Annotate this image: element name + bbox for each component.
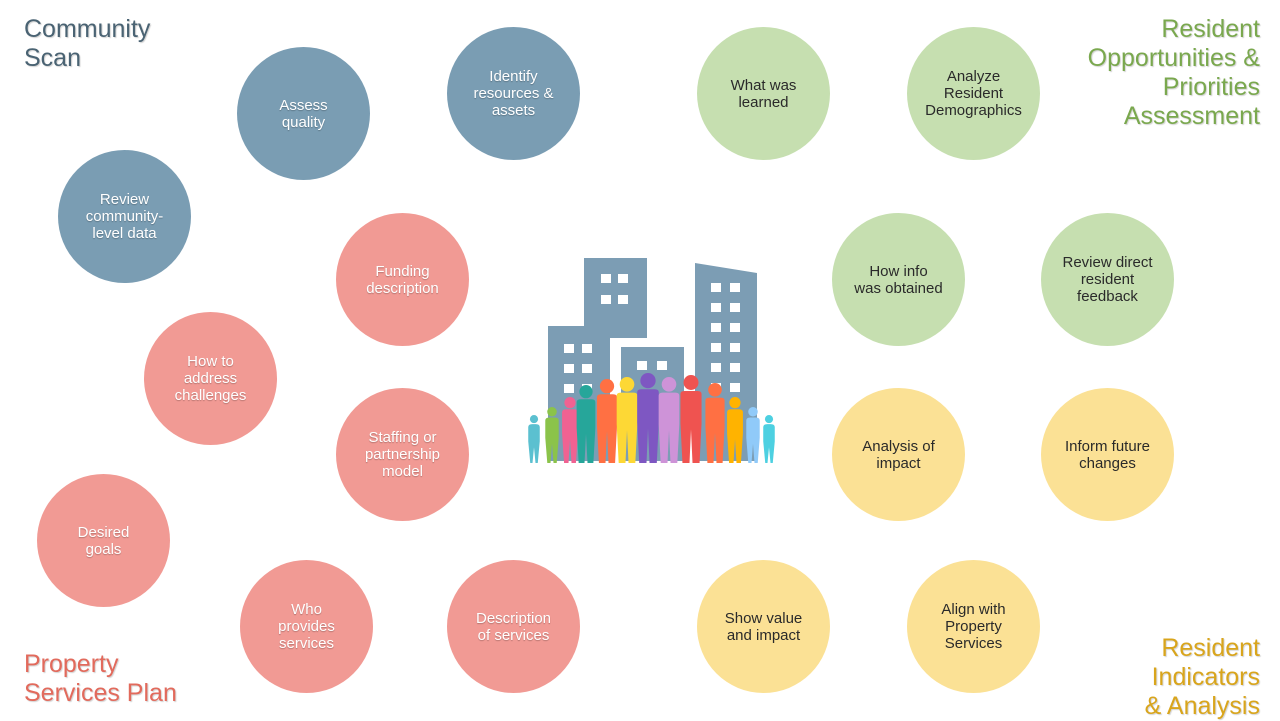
circle-staffing-model: Staffing or partnership model <box>336 388 469 521</box>
circle-review-community-data: Review community- level data <box>58 150 191 283</box>
circle-label: Review direct resident feedback <box>1062 254 1153 305</box>
person-silhouette-icon <box>545 407 559 463</box>
circle-label: What was learned <box>730 76 797 111</box>
circle-align-property-services: Align with Property Services <box>907 560 1040 693</box>
person-silhouette-icon <box>596 379 618 463</box>
community-scan-heading: Community Scan <box>24 15 151 72</box>
circle-label: Show value and impact <box>724 609 803 644</box>
circle-funding-description: Funding description <box>336 213 469 346</box>
circle-label: How info was obtained <box>854 262 943 297</box>
circle-label: Funding description <box>366 262 439 297</box>
person-silhouette-icon <box>763 415 775 463</box>
circle-label: Review community- level data <box>85 191 164 242</box>
person-silhouette-icon <box>637 373 659 463</box>
circle-label: Description of services <box>475 609 552 644</box>
circle-label: Identify resources & assets <box>473 68 554 119</box>
person-silhouette-icon <box>727 397 743 463</box>
resident-opportunities-heading: Resident Opportunities & Priorities Asse… <box>1087 15 1260 130</box>
person-silhouette-icon <box>680 375 702 463</box>
person-silhouette-icon <box>616 377 638 463</box>
circle-inform-future-changes: Inform future changes <box>1041 388 1174 521</box>
city-buildings-with-people-icon <box>528 258 775 463</box>
circle-label: Inform future changes <box>1064 437 1151 472</box>
circle-identify-resources: Identify resources & assets <box>447 27 580 160</box>
circle-what-was-learned: What was learned <box>697 27 830 160</box>
circle-how-info-obtained: How info was obtained <box>832 213 965 346</box>
property-services-plan-heading: Property Services Plan <box>24 650 177 707</box>
circle-label: Analyze Resident Demographics <box>925 68 1022 119</box>
circle-label: Staffing or partnership model <box>364 429 441 480</box>
circle-review-resident-feedback: Review direct resident feedback <box>1041 213 1174 346</box>
person-silhouette-icon <box>746 407 760 463</box>
resident-indicators-heading: Resident Indicators & Analysis <box>1144 634 1260 720</box>
circle-who-provides-services: Who provides services <box>240 560 373 693</box>
person-silhouette-icon <box>705 383 725 463</box>
people-crowd-icon <box>528 373 775 463</box>
circle-show-value-impact: Show value and impact <box>697 560 830 693</box>
circle-address-challenges: How to address challenges <box>144 312 277 445</box>
person-silhouette-icon <box>562 397 578 463</box>
circle-description-of-services: Description of services <box>447 560 580 693</box>
circle-label: Align with Property Services <box>941 601 1006 652</box>
circle-label: How to address challenges <box>174 353 247 404</box>
circle-label: Who provides services <box>278 601 335 652</box>
circle-analysis-of-impact: Analysis of impact <box>832 388 965 521</box>
person-silhouette-icon <box>528 415 540 463</box>
circle-label: Analysis of impact <box>862 437 935 472</box>
person-silhouette-icon <box>576 385 596 463</box>
circle-label: Desired goals <box>77 523 130 558</box>
circle-analyze-demographics: Analyze Resident Demographics <box>907 27 1040 160</box>
circle-assess-quality: Assess quality <box>237 47 370 180</box>
circle-desired-goals: Desired goals <box>37 474 170 607</box>
circle-label: Assess quality <box>279 96 328 131</box>
person-silhouette-icon <box>658 377 680 463</box>
